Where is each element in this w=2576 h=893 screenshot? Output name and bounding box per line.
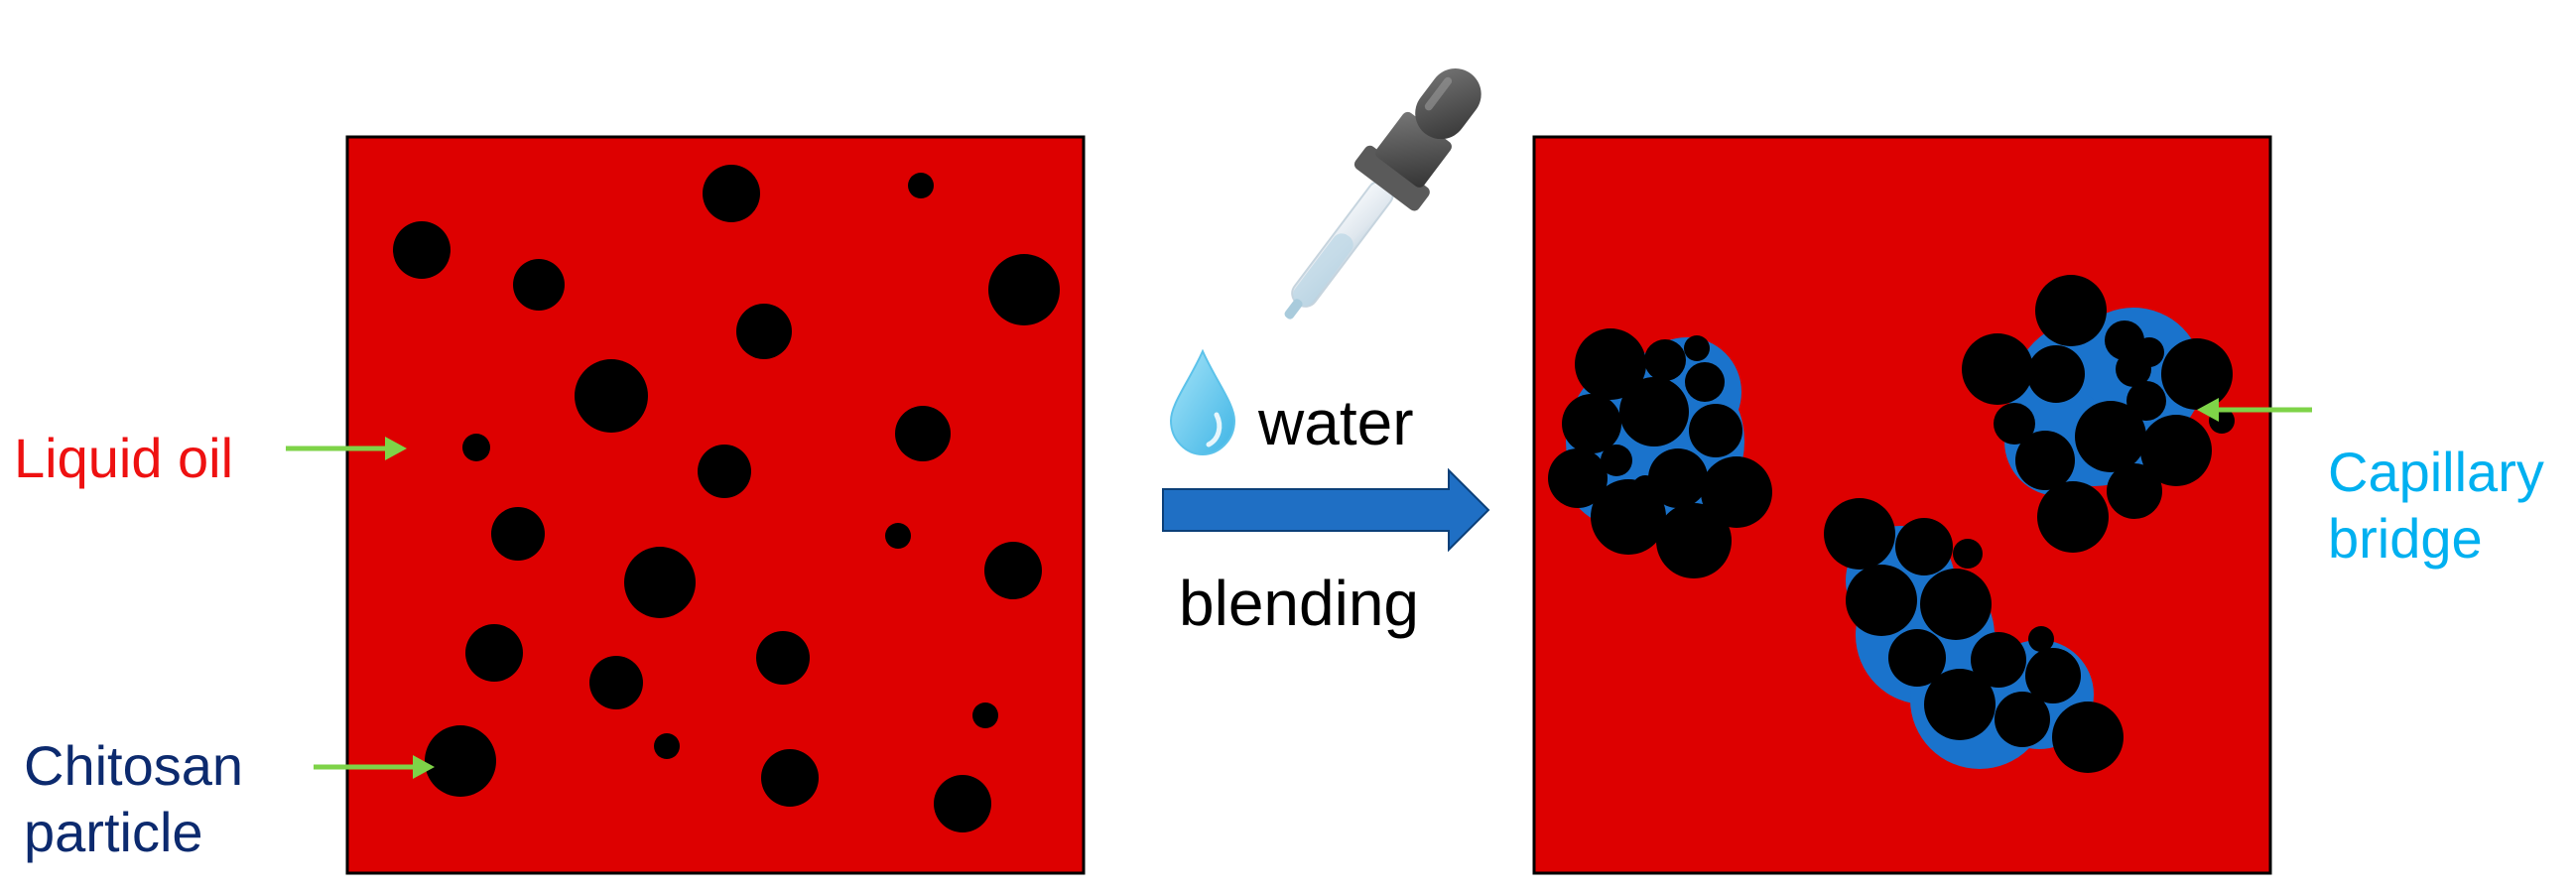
chitosan-particle (2052, 702, 2124, 773)
chitosan-particle (1920, 569, 1992, 640)
chitosan-particle (2037, 481, 2109, 553)
chitosan-particle (1648, 448, 1708, 508)
chitosan-particle (2035, 275, 2107, 346)
chitosan-particle (2126, 381, 2166, 421)
panel-after (1532, 135, 2272, 875)
chitosan-particle (465, 624, 523, 682)
chitosan-particle (1644, 339, 1686, 381)
water-drop-icon (1169, 348, 1236, 456)
chitosan-particle (1684, 335, 1710, 361)
chitosan-particle (654, 733, 680, 759)
panel-before (345, 135, 1086, 875)
chitosan-particle (756, 631, 810, 685)
chitosan-particle (1953, 539, 1983, 569)
process-arrow (1162, 467, 1490, 553)
chitosan-particle (1575, 328, 1646, 400)
chitosan-particle (988, 254, 1060, 325)
chitosan-particle (1689, 404, 1742, 457)
chitosan-particle (1895, 518, 1953, 575)
chitosan-particle (703, 165, 760, 222)
chitosan-particle (1824, 498, 1895, 570)
chitosan-particle (2015, 431, 2075, 490)
chitosan-particle (1548, 448, 1608, 508)
pointer-arrow-chitosan (314, 755, 435, 779)
chitosan-particle (2116, 351, 2151, 387)
label-blending: blending (1179, 568, 1419, 639)
chitosan-particle (1562, 394, 1621, 453)
chitosan-particle (1685, 362, 1725, 402)
chitosan-particle (908, 173, 934, 198)
label-chitosan-particle: Chitosan particle (24, 732, 243, 865)
chitosan-particle (393, 221, 451, 279)
chitosan-particle (698, 445, 751, 498)
chitosan-particle (589, 656, 643, 709)
chitosan-particle (1971, 632, 2026, 688)
pointer-arrow-oil (286, 437, 407, 460)
chitosan-particle (885, 523, 911, 549)
chitosan-particle (575, 359, 648, 433)
chitosan-particle (1656, 503, 1732, 578)
chitosan-particle (491, 507, 545, 561)
label-water: water (1258, 387, 1414, 458)
chitosan-particle (624, 547, 696, 618)
chitosan-particle (2027, 345, 2085, 403)
chitosan-particle (1924, 669, 1996, 740)
chitosan-particle (736, 304, 792, 359)
chitosan-particle (2075, 401, 2146, 472)
chitosan-particle (513, 259, 565, 311)
dispersed-particles (393, 165, 1060, 832)
pipette-dropper-icon (1284, 67, 1481, 319)
chitosan-particle (1701, 456, 1772, 528)
chitosan-particle (2161, 338, 2233, 410)
agglomerated-particles (1548, 275, 2235, 773)
chitosan-particle (761, 749, 819, 807)
label-liquid-oil: Liquid oil (14, 427, 234, 489)
chitosan-particle (1994, 403, 2035, 445)
pointer-arrow-capillary (2197, 398, 2312, 422)
chitosan-particle (462, 434, 490, 461)
chitosan-particle (1995, 692, 2050, 747)
chitosan-particle (972, 702, 998, 728)
label-chitosan-line2: particle (24, 801, 203, 864)
label-capillary-bridge: Capillary bridge (2328, 439, 2544, 572)
chitosan-particle (1846, 565, 1917, 636)
chitosan-particle (2028, 626, 2054, 652)
chitosan-particle (2105, 320, 2144, 360)
chitosan-particle (1632, 475, 1658, 501)
chitosan-particle (1619, 377, 1689, 446)
chitosan-particle (1888, 629, 1946, 687)
chitosan-particle (2140, 415, 2212, 486)
chitosan-particle (2025, 648, 2081, 703)
label-capillary-line1: Capillary (2328, 441, 2544, 503)
chitosan-particle (425, 725, 496, 797)
chitosan-particle (895, 406, 951, 461)
chitosan-particle (1962, 333, 2033, 405)
label-chitosan-line1: Chitosan (24, 734, 244, 797)
chitosan-particle (1601, 445, 1632, 476)
chitosan-particle (934, 775, 991, 832)
chitosan-particle (984, 542, 1042, 599)
label-capillary-line2: bridge (2328, 507, 2483, 571)
chitosan-particle (2107, 463, 2162, 519)
